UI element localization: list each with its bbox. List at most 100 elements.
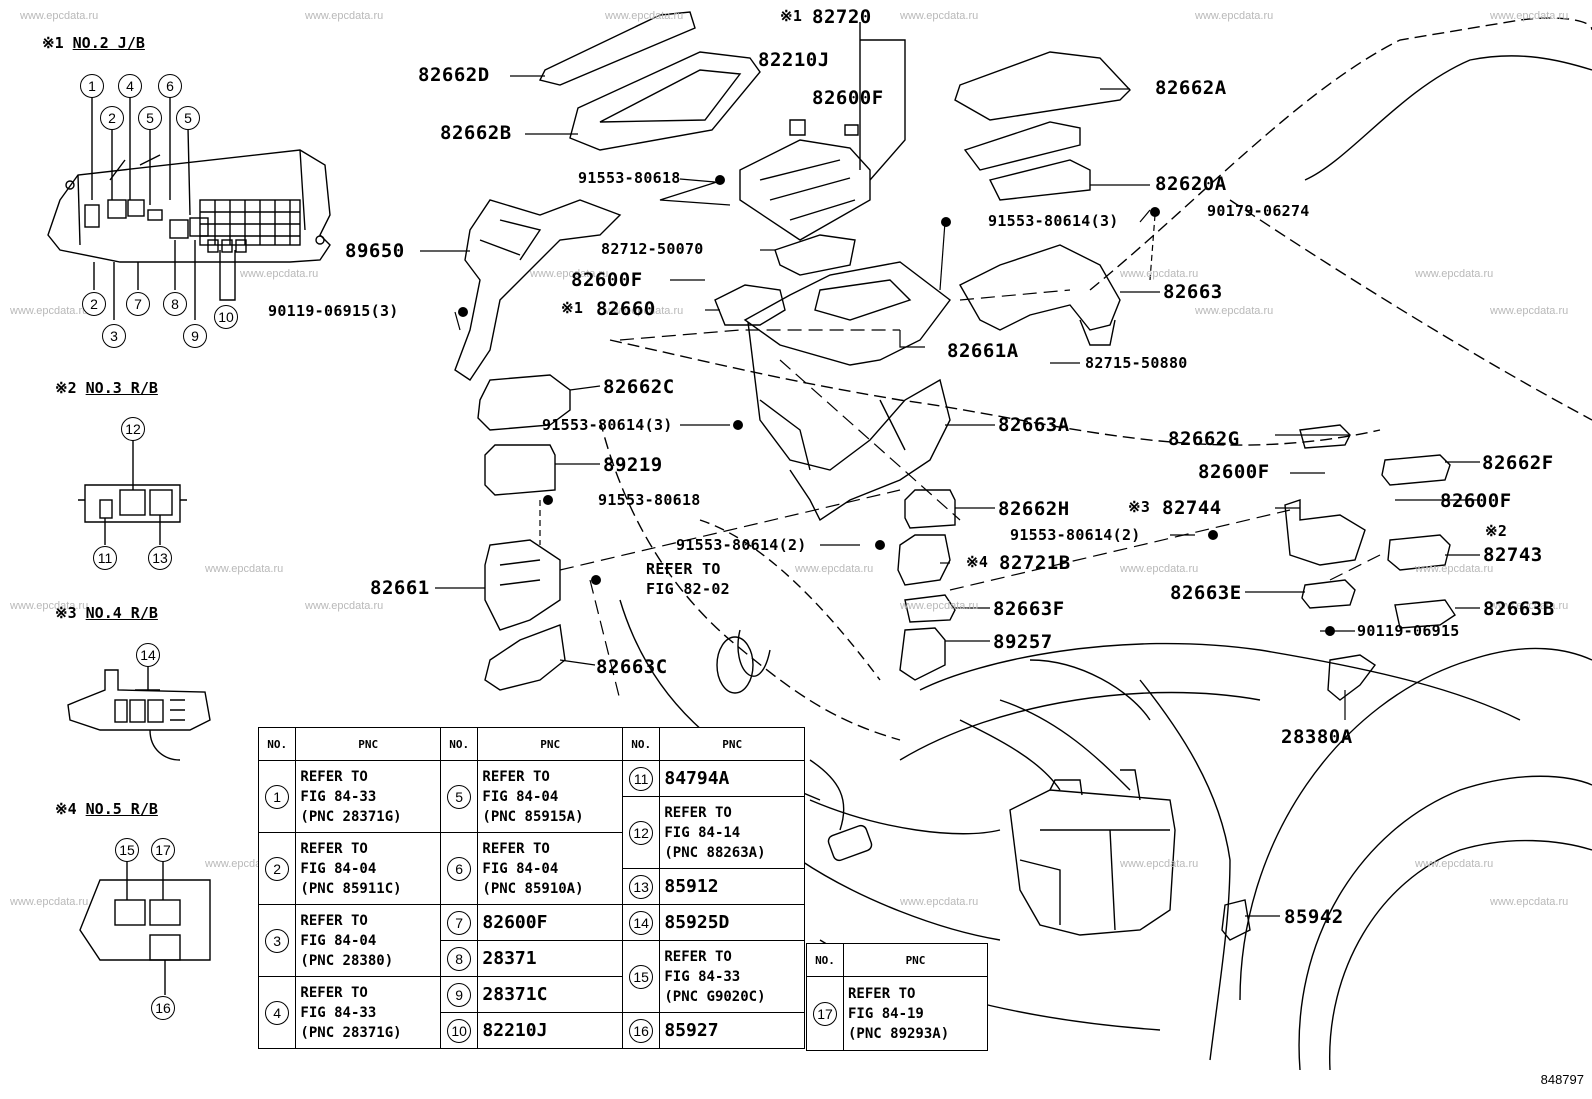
cell-line: REFER TO [300, 768, 368, 785]
watermark: www.epcdata.ru [1120, 858, 1199, 870]
cell-line: (PNC 28380) [300, 952, 394, 969]
header-no: NO. [257, 727, 297, 761]
watermark: www.epcdata.ru [240, 268, 319, 280]
part-82663 [959, 244, 1121, 331]
watermark: www.epcdata.ru [1415, 268, 1494, 280]
cell-line: REFER TO [300, 840, 368, 857]
label-82661A: 82661A [947, 340, 1019, 362]
watermark: www.epcdata.ru [605, 10, 684, 22]
callout-5: 5 [176, 106, 200, 130]
table-cell: 85927 [659, 1012, 805, 1049]
row-number: 7 [447, 910, 472, 935]
header-pnc: PNC [843, 943, 988, 977]
table-row: 1 [257, 760, 297, 833]
part-82743 [1387, 534, 1451, 571]
label-90119-06915-3: 90119-06915(3) [268, 302, 399, 320]
callout-2: 2 [100, 106, 124, 130]
cell-line: REFER TO [664, 804, 732, 821]
table-row: 5 [439, 760, 479, 833]
part-82661A [743, 261, 951, 366]
callout-11: 11 [93, 546, 117, 570]
label-82663: 82663 [1163, 281, 1223, 303]
callout-10: 10 [214, 305, 238, 329]
cell-line: REFER TO [300, 912, 368, 929]
cell-line: (PNC 28371G) [300, 808, 402, 825]
table-row: 8 [439, 940, 479, 977]
label-82663B: 82663B [1483, 598, 1555, 620]
cell-line: FIG 84-19 [848, 1005, 924, 1022]
label-91553-80614-3-b: 91553-80614(3) [542, 416, 673, 434]
row-number: 16 [629, 1018, 654, 1043]
header-pnc: PNC [295, 727, 441, 761]
label-91553-80618-a: 91553-80618 [578, 169, 681, 187]
figure-id: 848797 [1540, 1072, 1584, 1087]
table-cell: 28371C [477, 976, 623, 1013]
label-mark-82720: ※1 [780, 7, 803, 25]
watermark: www.epcdata.ru [10, 896, 89, 908]
watermark: www.epcdata.ru [305, 600, 384, 612]
label-91553-80618-b: 91553-80618 [598, 491, 701, 509]
label-82662A: 82662A [1155, 77, 1227, 99]
row-number: 4 [265, 1000, 290, 1025]
callout-14: 14 [136, 643, 160, 667]
part-82660 [714, 284, 786, 326]
label-89257: 89257 [993, 631, 1053, 653]
table-row: 3 [257, 904, 297, 977]
watermark: www.epcdata.ru [1120, 563, 1199, 575]
watermark: www.epcdata.ru [530, 268, 609, 280]
table-row: 16 [621, 1012, 661, 1049]
label-82661: 82661 [370, 577, 430, 599]
fender-outline [919, 642, 1521, 721]
label-82662C: 82662C [603, 376, 675, 398]
section-title-no2-jb: ※1 NO.2 J/B [42, 34, 145, 52]
label-82663F: 82663F [993, 598, 1065, 620]
callout-8: 8 [163, 292, 187, 316]
watermark: www.epcdata.ru [1490, 305, 1569, 317]
table-cell: 82210J [477, 1012, 623, 1049]
callout-16: 16 [151, 996, 175, 1020]
row-number: 12 [629, 820, 654, 845]
row-number: 6 [447, 856, 472, 881]
header-no: NO. [806, 943, 844, 977]
table-row: 12 [621, 796, 661, 869]
cell-line: (PNC 85910A) [482, 880, 584, 897]
table-row: 10 [439, 1012, 479, 1049]
watermark: www.epcdata.ru [10, 305, 89, 317]
row-number: 11 [629, 766, 654, 791]
row-number: 1 [265, 784, 290, 809]
table-cell: 85912 [659, 868, 805, 905]
table-row: 14 [621, 904, 661, 941]
label-mark-82743: ※2 [1485, 522, 1508, 540]
section-title-no4-rb: ※3 NO.4 R/B [55, 604, 158, 622]
section-mark: ※4 [55, 800, 77, 818]
car-hood-outline [1089, 17, 1592, 291]
callout-1: 1 [80, 74, 104, 98]
label-89650: 89650 [345, 240, 405, 262]
header-pnc: PNC [659, 727, 805, 761]
part-82662A [954, 51, 1131, 121]
cell-line: (PNC 85915A) [482, 808, 584, 825]
cell-line: REFER TO [482, 768, 550, 785]
part-82663E [1301, 579, 1356, 609]
cell-line: (PNC G9020C) [664, 988, 766, 1005]
watermark: www.epcdata.ru [1490, 600, 1569, 612]
part-82721B [897, 534, 951, 586]
part-89257 [899, 627, 946, 681]
label-82662G: 82662G [1168, 428, 1240, 450]
header-no: NO. [439, 727, 479, 761]
section-mark: ※3 [55, 604, 77, 622]
label-refer-to: REFER TO [646, 560, 721, 578]
cell-line: (PNC 88263A) [664, 844, 766, 861]
row-number: 3 [265, 928, 290, 953]
row-number: 8 [447, 946, 472, 971]
cell-line: FIG 84-04 [482, 860, 559, 877]
label-82663E: 82663E [1170, 582, 1242, 604]
table-cell: 82600F [477, 904, 623, 941]
watermark: www.epcdata.ru [900, 896, 979, 908]
table-row: 13 [621, 868, 661, 905]
